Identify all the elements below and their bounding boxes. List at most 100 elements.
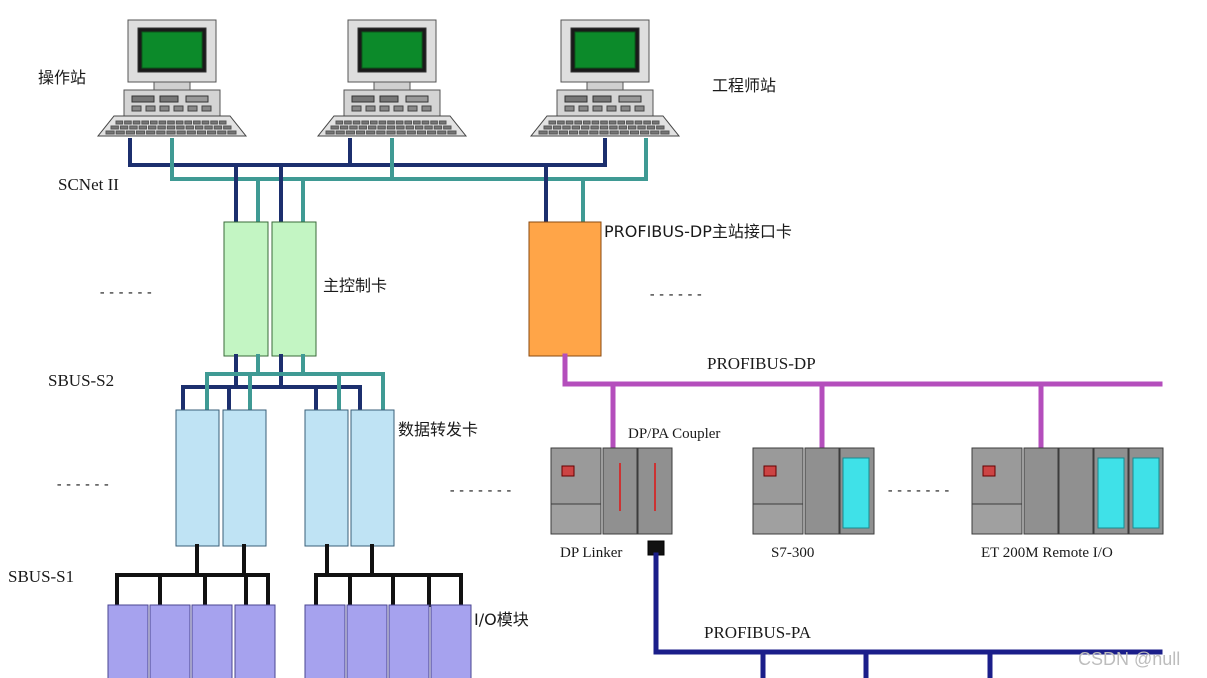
vent-slot [145,105,156,112]
keyboard-key [395,120,404,125]
ellipsis-right-top: ------ [648,287,705,303]
keyboard-key [330,125,339,130]
label-profibus-master-card: PROFIBUS-DP主站接口卡 [604,222,792,241]
system-unit [123,89,221,117]
scnet-navy-line [128,138,607,167]
drive-bay [592,95,612,103]
keyboard-key [405,125,414,130]
keyboard-key [543,125,552,130]
vent-slot [131,105,142,112]
ellipsis-left-top: ------ [98,285,155,301]
operator-station-2 [316,19,468,137]
label-profibus-dp: PROFIBUS-DP [707,354,816,373]
keyboard-key [609,130,619,135]
keyboard-key [599,125,609,130]
keyboard-key [352,120,361,125]
s2-teal-bus [205,372,385,412]
keyboard-key [557,120,565,125]
vent-slot [187,105,198,112]
vent-slot [564,105,575,112]
vent-slot [620,105,631,112]
sbus-s2-bus [181,354,385,412]
keyboard-key [582,120,591,125]
keyboard-key [355,130,366,135]
et-module-2 [1058,447,1094,535]
keyboard-key [562,125,571,130]
keyboard-key [207,130,217,135]
keyboard-key [650,130,660,135]
keyboard-key [637,125,646,130]
keyboard-key [618,125,627,130]
keyboard-key [176,130,186,135]
drive-bay [379,95,399,103]
label-operator-station: 操作站 [38,68,87,87]
keyboard-key [124,120,132,125]
keyboard-key [387,120,395,125]
label-s7-300: S7-300 [771,545,815,561]
keyboard-key [421,120,430,125]
keyboard-key [138,125,148,130]
keyboard-key [141,120,149,125]
keyboard-key [548,120,557,125]
keyboard-key [376,130,386,135]
keyboard-key [345,130,355,135]
io-module-5 [304,604,346,678]
vent-slot [201,105,212,112]
ellipsis-mid: ------- [448,483,515,499]
keyboard-key [600,120,608,125]
monitor-neck [586,81,624,91]
keyboard-key [404,120,413,125]
keyboard-key [565,120,574,125]
keyboard-key [185,125,194,130]
keyboard-key [167,120,175,125]
io-module-3 [191,604,233,678]
system-unit [556,89,654,117]
label-main-control-card: 主控制卡 [323,276,388,295]
vent-slot [379,105,390,112]
monitor-neck [153,81,191,91]
keyboard-key [135,130,146,135]
keyboard-key [386,125,396,130]
keyboard-key [608,120,617,125]
keyboard-key [424,125,433,130]
keyboard-key [218,120,227,125]
keyboard-key [115,120,124,125]
vent-slot [578,105,589,112]
keyboard-key [157,125,166,130]
status-led [982,465,996,477]
drive-bay [131,95,155,103]
keyboard-key [213,125,223,130]
keyboard-key [156,130,166,135]
vent-slot [634,105,645,112]
keyboard-key [158,120,167,125]
drive-bay [564,95,588,103]
keyboard-key [339,125,349,130]
et-io-panel-1 [1097,457,1125,529]
monitor-neck [373,81,411,91]
keyboard-key [344,120,352,125]
keyboard-key [369,120,378,125]
keyboard-key [105,130,115,135]
keyboard-key [166,130,176,135]
keyboard-key [643,120,651,125]
sbus-s1-bus [115,544,463,607]
scnet-ii-bus [128,138,648,224]
keyboard-key [223,125,232,130]
keyboard-key [646,125,656,130]
keyboard-key [599,130,609,135]
keyboard-key [217,130,227,135]
et-im-module [1023,447,1059,535]
keyboard-key [430,120,438,125]
keyboard-key [406,130,416,135]
keyboard-key [146,130,156,135]
profibus-master-card [528,221,602,357]
monitor-screen [361,31,423,69]
keyboard-key [568,130,579,135]
data-forward-card-3 [304,409,349,547]
keyboard-key [433,125,443,130]
keyboard-key [335,130,345,135]
watermark: CSDN @null [1078,649,1181,669]
keyboard-key [619,130,629,135]
s2-navy-bus [181,385,362,412]
